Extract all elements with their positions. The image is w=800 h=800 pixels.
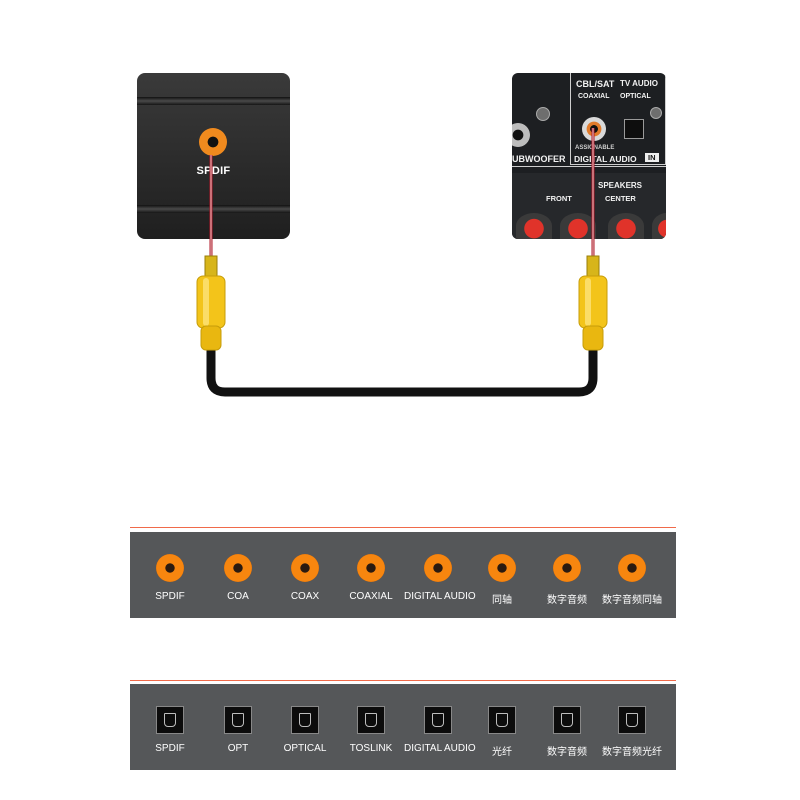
coaxial-jack-icon [291,554,319,582]
port-item: DIGITAL AUDIO [404,554,476,602]
port-label: OPTICAL [283,743,327,754]
optical-jack-icon [553,706,581,734]
receiver-center-label: CENTER [605,194,636,203]
port-label: COAX [290,591,320,602]
port-label: COA [227,591,249,602]
port-item: SPDIF [136,554,204,602]
coaxial-strip-accent-line [130,527,676,528]
port-label: 光纤 [492,747,512,758]
coaxial-jack-icon [618,554,646,582]
port-label: 数字音频 [547,747,587,758]
port-item: 数字音频光纤 [598,706,666,758]
port-label: SPDIF [155,743,185,754]
receiver-subwoofer-label: UBWOOFER [512,154,566,164]
port-label: 数字音频 [547,595,587,606]
receiver-front-label: FRONT [546,194,572,203]
receiver-divider [512,166,666,167]
coaxial-jack-icon [156,554,184,582]
spdif-jack-label: SPDIF [196,165,231,177]
spdif-coaxial-jack [199,128,227,156]
screw-icon [536,107,550,121]
right-rca-plug [578,255,608,351]
port-label: 数字音频同轴 [602,595,662,606]
receiver-assignable-label: ASSIGNABLE [575,145,615,151]
port-item: COAXIAL [337,554,405,602]
receiver-in-badge: IN [645,153,659,162]
port-item: 数字音频 [533,706,601,758]
port-label: TOSLINK [349,743,393,754]
optical-jack-icon [488,706,516,734]
front-right-speaker-terminal [516,213,552,239]
receiver-coaxial-label: COAXIAL [578,93,610,100]
source-device-panel: SPDIF [137,73,290,239]
coaxial-jack-icon [224,554,252,582]
coaxial-cable [206,340,598,397]
receiver-back-panel: CBL/SAT TV AUDIO COAXIAL OPTICAL ASSIGNA… [512,73,666,239]
port-item: OPT [204,706,272,754]
digital-input-frame [570,73,666,165]
port-item: OPTICAL [271,706,339,754]
coaxial-jack-icon [488,554,516,582]
port-item: 数字音频同轴 [598,554,666,606]
port-item: TOSLINK [337,706,405,754]
left-rca-plug [196,255,226,351]
port-item: SPDIF [136,706,204,754]
coaxial-jack-icon [424,554,452,582]
optical-jack-icon [224,706,252,734]
optical-jack-icon [357,706,385,734]
port-label: DIGITAL AUDIO [404,743,476,754]
subwoofer-jack [512,123,530,147]
port-label: OPT [227,743,249,754]
port-label: COAXIAL [349,591,393,602]
optical-jack-icon [156,706,184,734]
port-item: 光纤 [468,706,536,758]
receiver-digital-audio-label: DIGITAL AUDIO [574,154,637,164]
port-item: 数字音频 [533,554,601,606]
coaxial-port-strip: SPDIF COA COAX COAXIAL DIGITAL AUDIO 同轴 数字音频 数字… [130,532,676,618]
receiver-cbl-sat-label: CBL/SAT [576,79,615,89]
coaxial-cable-illustration [196,128,608,397]
optical-port-strip: SPDIF OPT OPTICAL TOSLINK DIGITAL AUDIO 光纤 数字音… [130,684,676,770]
port-item: DIGITAL AUDIO [404,706,476,754]
coaxial-jack-icon [357,554,385,582]
receiver-speakers-label: SPEAKERS [598,181,643,190]
port-label: 数字音频光纤 [602,747,662,758]
receiver-optical-jack [624,119,644,139]
optical-jack-icon [424,706,452,734]
panel-ridge [137,205,290,213]
port-label: DIGITAL AUDIO [404,591,476,602]
center-speaker-terminal [608,213,644,239]
receiver-optical-label: OPTICAL [620,93,651,100]
optical-jack-icon [291,706,319,734]
optical-strip-accent-line [130,680,676,681]
optical-jack-icon [618,706,646,734]
port-label: SPDIF [155,591,185,602]
surround-speaker-terminal [652,213,666,239]
port-label: 同轴 [492,595,512,606]
coaxial-jack-icon [553,554,581,582]
port-item: COA [204,554,272,602]
receiver-tv-audio-label: TV AUDIO [620,79,658,88]
port-item: COAX [271,554,339,602]
port-item: 同轴 [468,554,536,606]
front-left-speaker-terminal [560,213,596,239]
screw-icon [650,107,662,119]
panel-ridge [137,97,290,105]
